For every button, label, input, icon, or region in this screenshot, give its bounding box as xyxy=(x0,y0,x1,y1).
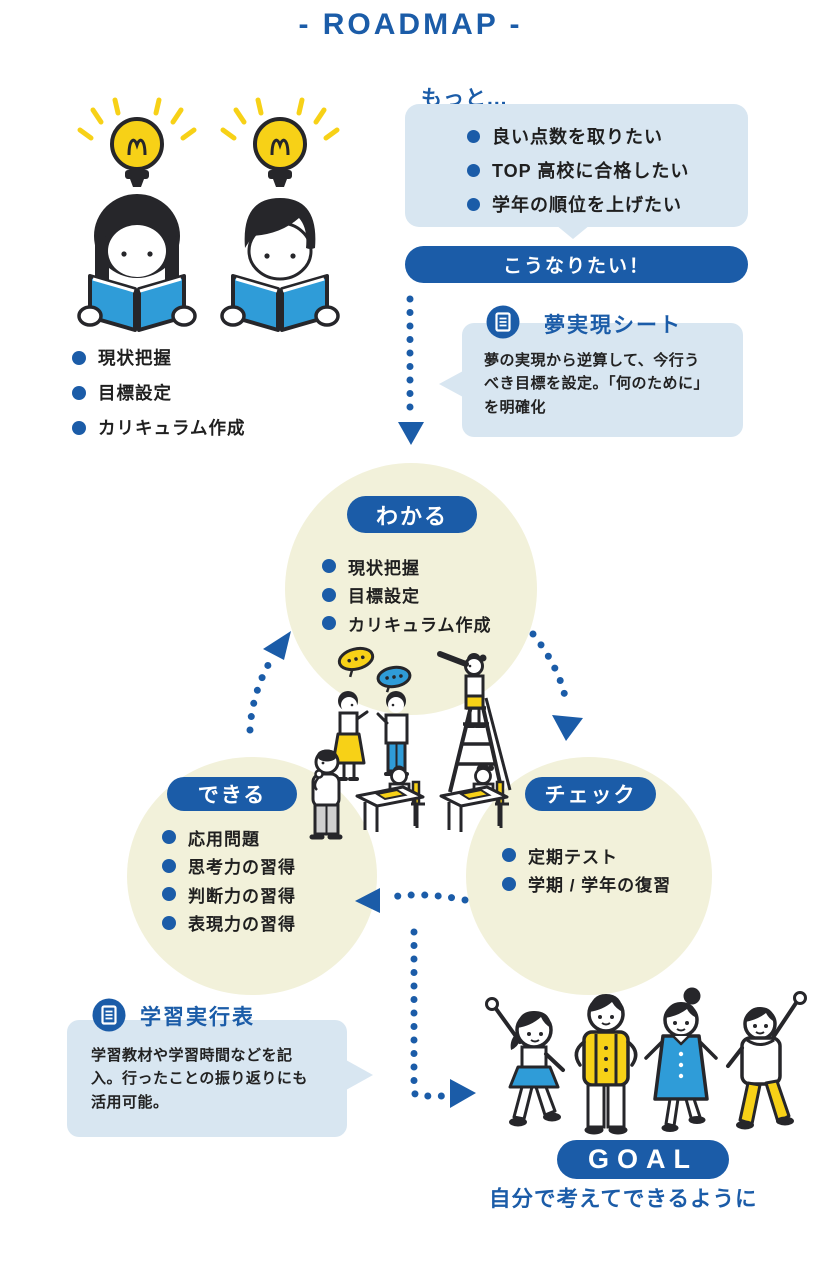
bullet-dot xyxy=(467,129,480,143)
bullet-dot xyxy=(322,587,336,602)
check-pill: チェック xyxy=(525,777,656,811)
arrow-wakaru-to-check xyxy=(529,630,570,706)
lightbulb-icon xyxy=(220,97,340,187)
arrow-cycle-to-goal xyxy=(410,928,446,1100)
bullet-dot xyxy=(467,197,480,211)
list-item: 良い点数を取りたい xyxy=(467,119,748,153)
girl-bun-dress xyxy=(644,987,718,1132)
goal-pill: GOAL xyxy=(557,1140,729,1179)
celebrating-kids-illustration xyxy=(485,987,807,1135)
dekiru-pill: できる xyxy=(167,777,297,811)
bullet-dot xyxy=(162,915,176,930)
intro-bullet-list: 現状把握 目標設定 カリキュラム作成 xyxy=(72,340,245,445)
speech-bubble-icon xyxy=(376,665,412,693)
list-item: 現状把握 xyxy=(72,340,245,375)
list-item: 現状把握 xyxy=(322,552,492,581)
list-item: 判断力の習得 xyxy=(162,880,296,909)
bullet-dot xyxy=(502,876,516,891)
arrow-check-to-dekiru xyxy=(382,891,469,904)
thinking-person-illustration xyxy=(309,749,343,840)
list-item: TOP 高校に合格したい xyxy=(467,153,748,187)
arrow-dekiru-to-wakaru xyxy=(246,654,276,734)
student-girl-reading-illustration xyxy=(77,97,197,332)
dream-callout-tail xyxy=(439,371,463,397)
speech-bubble-icon xyxy=(337,646,375,678)
wants-list: 良い点数を取りたい TOP 高校に合格したい 学年の順位を上げたい xyxy=(405,104,748,221)
practice-sheet-callout: 学習教材や学習時間などを記入。行ったことの振り返りにも活用可能。 xyxy=(67,1020,347,1137)
jumping-girl xyxy=(485,997,565,1127)
wants-box-notch xyxy=(556,225,590,239)
page-title: - ROADMAP - xyxy=(298,8,523,41)
dream-sheet-callout: 夢の実現から逆算して、今行うべき目標を設定。「何のために」を明確化 xyxy=(462,323,743,437)
list-item: 学年の順位を上げたい xyxy=(467,187,748,221)
list-item: カリキュラム作成 xyxy=(72,410,245,445)
bullet-dot xyxy=(322,559,336,574)
desk-student xyxy=(355,765,425,832)
bullet-dot xyxy=(162,887,176,902)
dekiru-bullet-list: 応用問題 思考力の習得 判断力の習得 表現力の習得 xyxy=(162,823,296,937)
list-item: カリキュラム作成 xyxy=(322,609,492,638)
list-item: 応用問題 xyxy=(162,823,296,852)
bullet-dot xyxy=(162,858,176,873)
practice-sheet-body: 学習教材や学習時間などを記入。行ったことの振り返りにも活用可能。 xyxy=(91,1047,308,1111)
bullet-dot xyxy=(322,616,336,631)
wakaru-bullet-list: 現状把握 目標設定 カリキュラム作成 xyxy=(322,552,492,638)
bullet-dot xyxy=(72,420,86,435)
student-boy-reading-illustration xyxy=(220,97,340,332)
students-at-desks-illustration xyxy=(355,763,509,832)
dream-sheet-body: 夢の実現から逆算して、今行うべき目標を設定。「何のために」を明確化 xyxy=(484,352,710,416)
bullet-dot xyxy=(72,385,86,400)
practice-sheet-title: 学習実行表 xyxy=(140,1006,255,1029)
boy-suspenders xyxy=(574,994,638,1135)
lightbulb-icon xyxy=(77,97,197,187)
list-item: 目標設定 xyxy=(322,581,492,610)
telescope-girl-ladder-illustration xyxy=(437,651,512,793)
bullet-dot xyxy=(72,350,86,365)
document-icon xyxy=(486,305,520,339)
list-item: 思考力の習得 xyxy=(162,852,296,881)
dream-sheet-title: 夢実現シート xyxy=(544,314,682,337)
open-book-icon xyxy=(77,274,197,332)
students-talking-illustration xyxy=(331,646,412,781)
list-item: 目標設定 xyxy=(72,375,245,410)
practice-callout-tail xyxy=(346,1060,373,1090)
open-book-icon xyxy=(220,274,340,332)
desk-student xyxy=(439,763,509,832)
list-item: 表現力の習得 xyxy=(162,909,296,938)
cheering-kid xyxy=(726,991,807,1130)
wakaru-pill: わかる xyxy=(347,496,477,533)
bullet-dot xyxy=(162,830,176,845)
check-bullet-list: 定期テスト 学期 / 学年の復習 xyxy=(502,841,671,898)
bullet-dot xyxy=(502,848,516,863)
goal-caption: 自分で考えてできるように xyxy=(489,1187,758,1211)
bullet-dot xyxy=(467,163,480,177)
want-goal-pill: こうなりたい！ xyxy=(405,246,748,283)
wants-box: 良い点数を取りたい TOP 高校に合格したい 学年の順位を上げたい xyxy=(405,104,748,227)
list-item: 学期 / 学年の復習 xyxy=(502,870,671,899)
document-icon xyxy=(92,998,126,1032)
list-item: 定期テスト xyxy=(502,841,671,870)
